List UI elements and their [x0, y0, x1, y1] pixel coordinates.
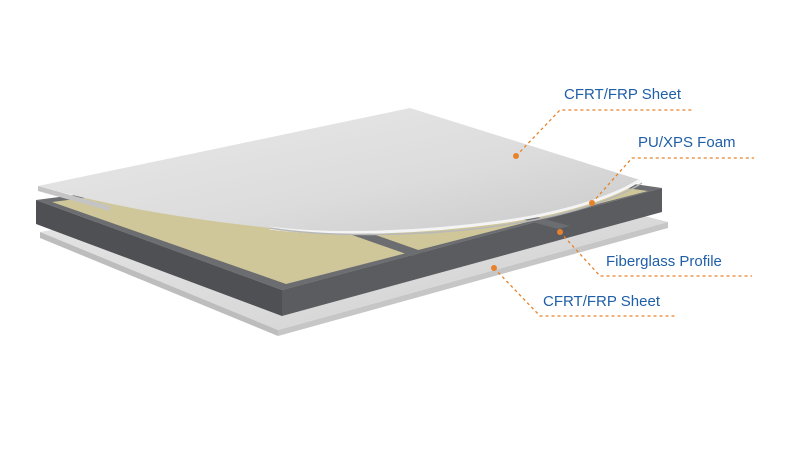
leader-line-bottom-sheet: [493, 267, 676, 317]
label-fiberglass-profile: Fiberglass Profile: [606, 253, 722, 270]
leader-dot-top-sheet: [513, 153, 519, 159]
leader-lines: [491, 109, 754, 317]
label-foam: PU/XPS Foam: [638, 134, 736, 151]
label-top-sheet: CFRT/FRP Sheet: [564, 86, 681, 103]
leader-line-top-sheet: [515, 109, 694, 157]
leader-dot-foam: [589, 200, 595, 206]
label-bottom-sheet: CFRT/FRP Sheet: [543, 293, 660, 310]
top-sheet: [38, 108, 643, 236]
leader-dot-bottom-sheet: [491, 265, 497, 271]
leader-dot-profile: [557, 229, 563, 235]
leader-line-foam: [591, 157, 754, 204]
leader-line-profile: [559, 231, 752, 277]
